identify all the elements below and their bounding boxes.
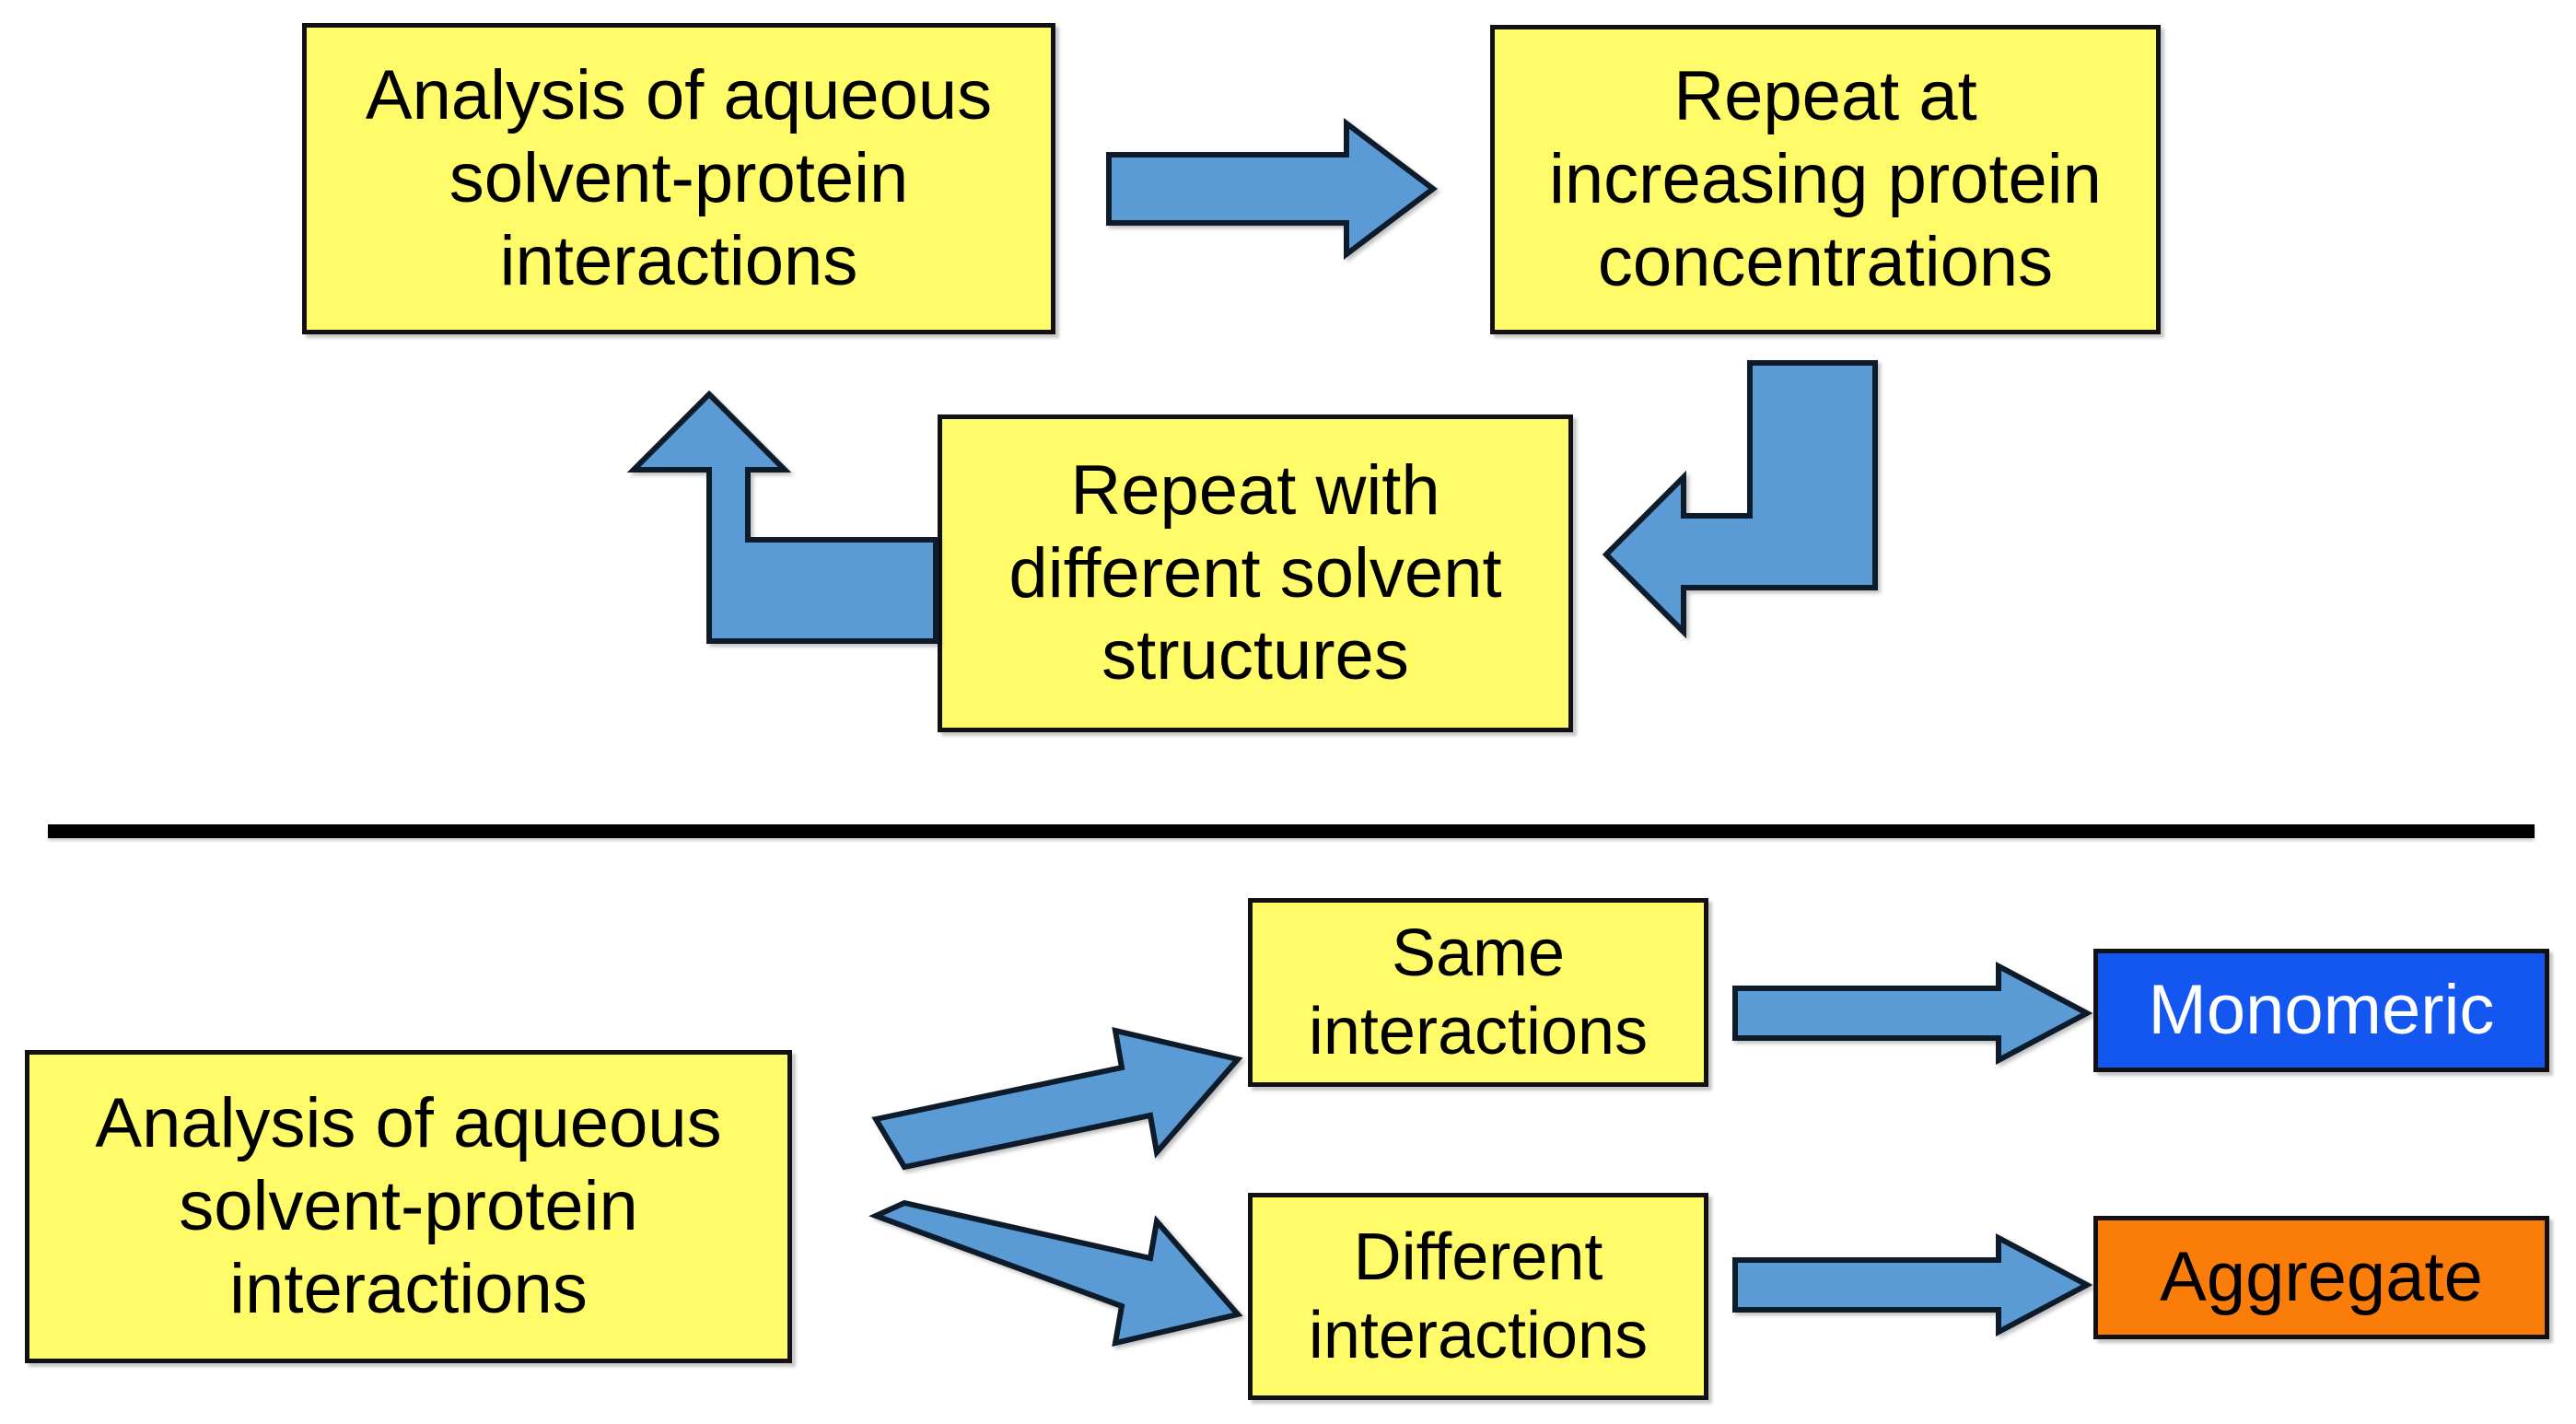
outcome-box-label: Same interactions xyxy=(1308,916,1649,1068)
arrow-elbow-left-up-icon xyxy=(608,368,939,645)
arrow-right-icon xyxy=(1105,117,1438,261)
result-box-monomeric[interactable]: Monomeric xyxy=(2093,949,2549,1072)
outcome-box-label: Different interactions xyxy=(1308,1220,1649,1372)
arrow-elbow-down-left-icon xyxy=(1602,359,1879,654)
result-box-label: Monomeric xyxy=(2148,971,2495,1050)
process-box-label: Repeat with different solvent structures xyxy=(1008,450,1502,695)
arrow-diagonal-down-right-icon xyxy=(868,1197,1243,1414)
result-box-label: Aggregate xyxy=(2160,1238,2483,1317)
process-box-repeat-solvent[interactable]: Repeat with different solvent structures xyxy=(938,414,1573,732)
arrow-right-icon xyxy=(1731,962,2093,1065)
result-box-aggregate[interactable]: Aggregate xyxy=(2093,1216,2549,1339)
process-box-analysis-top[interactable]: Analysis of aqueous solvent-protein inte… xyxy=(302,23,1055,334)
process-box-label: Repeat at increasing protein concentrati… xyxy=(1549,57,2102,301)
process-box-label: Analysis of aqueous solvent-protein inte… xyxy=(365,56,993,300)
process-box-repeat-concentration[interactable]: Repeat at increasing protein concentrati… xyxy=(1490,25,2161,334)
arrow-right-icon xyxy=(1731,1233,2093,1336)
section-divider xyxy=(48,824,2535,838)
outcome-box-different-interactions[interactable]: Different interactions xyxy=(1248,1193,1708,1400)
process-box-analysis-bottom[interactable]: Analysis of aqueous solvent-protein inte… xyxy=(25,1050,792,1363)
process-box-label: Analysis of aqueous solvent-protein inte… xyxy=(95,1084,722,1328)
arrow-diagonal-up-right-icon xyxy=(870,990,1243,1202)
outcome-box-same-interactions[interactable]: Same interactions xyxy=(1248,898,1708,1087)
